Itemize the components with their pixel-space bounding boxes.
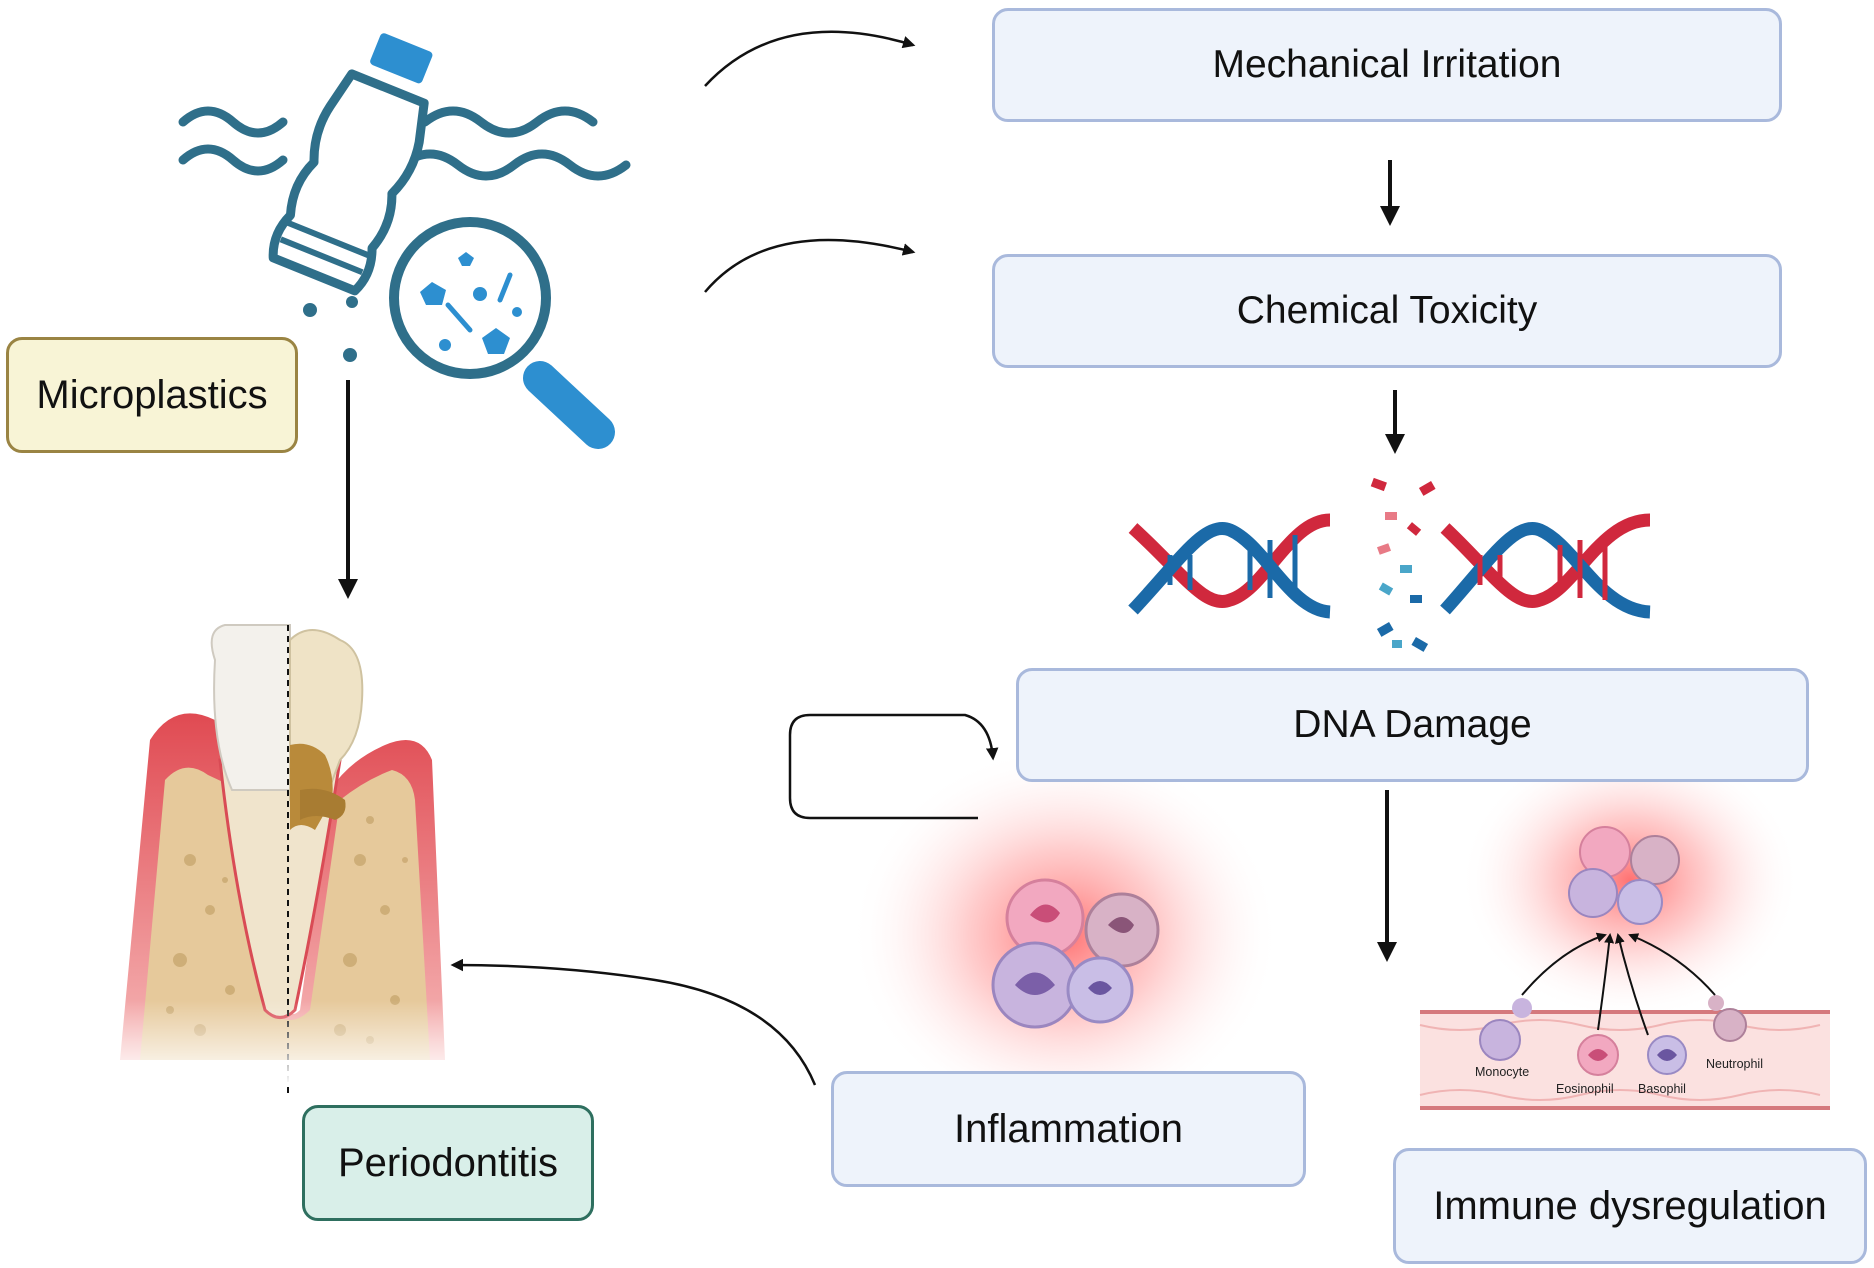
eosinophil-cell: [1577, 1034, 1619, 1076]
basophil-cell: [1647, 1035, 1687, 1075]
periodontitis-label: Periodontitis: [302, 1105, 594, 1221]
arrow-to-periodontitis: [450, 958, 817, 1086]
immune-cell-icon: [1066, 956, 1134, 1024]
chemical-toxicity-box: Chemical Toxicity: [992, 254, 1782, 368]
neutrophil-cell: [1708, 995, 1747, 1042]
flow-arrows: [450, 30, 999, 1086]
arrow-to-mechanical: [704, 30, 916, 87]
immune-cell-icon: [991, 941, 1079, 1029]
eosinophil-label: Eosinophil: [1556, 1082, 1614, 1096]
inflammation-illustration: [850, 745, 1280, 1125]
arrow-to-chemical: [704, 238, 916, 293]
magnifier-icon: [389, 217, 615, 449]
immune-dysregulation-box: Immune dysregulation: [1393, 1148, 1867, 1264]
water-waves-icon: [178, 106, 631, 181]
neutrophil-label: Neutrophil: [1706, 1057, 1763, 1071]
tooth-icon: [100, 624, 460, 1095]
basophil-label: Basophil: [1638, 1082, 1686, 1096]
arrow-feedback-loop: [788, 713, 999, 820]
microparticle-dots: [303, 296, 358, 362]
microplastics-label: Microplastics: [6, 337, 298, 453]
dna-fragments: [1370, 477, 1436, 652]
monocyte-label: Monocyte: [1475, 1065, 1529, 1079]
straight-arrows: [338, 160, 1405, 962]
plastic-bottle-icon: [268, 33, 433, 296]
mechanical-irritation-box: Mechanical Irritation: [992, 8, 1782, 122]
immune-cell-icon: [1005, 878, 1085, 958]
immune-dysregulation-illustration: Monocyte Eosinophil Basophil Neutrophil: [1419, 740, 1830, 1110]
immune-cell-icon: [1084, 892, 1160, 968]
monocyte-cell: [1479, 998, 1532, 1061]
dna-damage-box: DNA Damage: [1016, 668, 1809, 782]
dna-icon: [1128, 513, 1651, 619]
inflammation-box: Inflammation: [831, 1071, 1306, 1187]
blood-vessel-icon: [1419, 1010, 1830, 1110]
immune-cell-icon: [1568, 826, 1680, 925]
